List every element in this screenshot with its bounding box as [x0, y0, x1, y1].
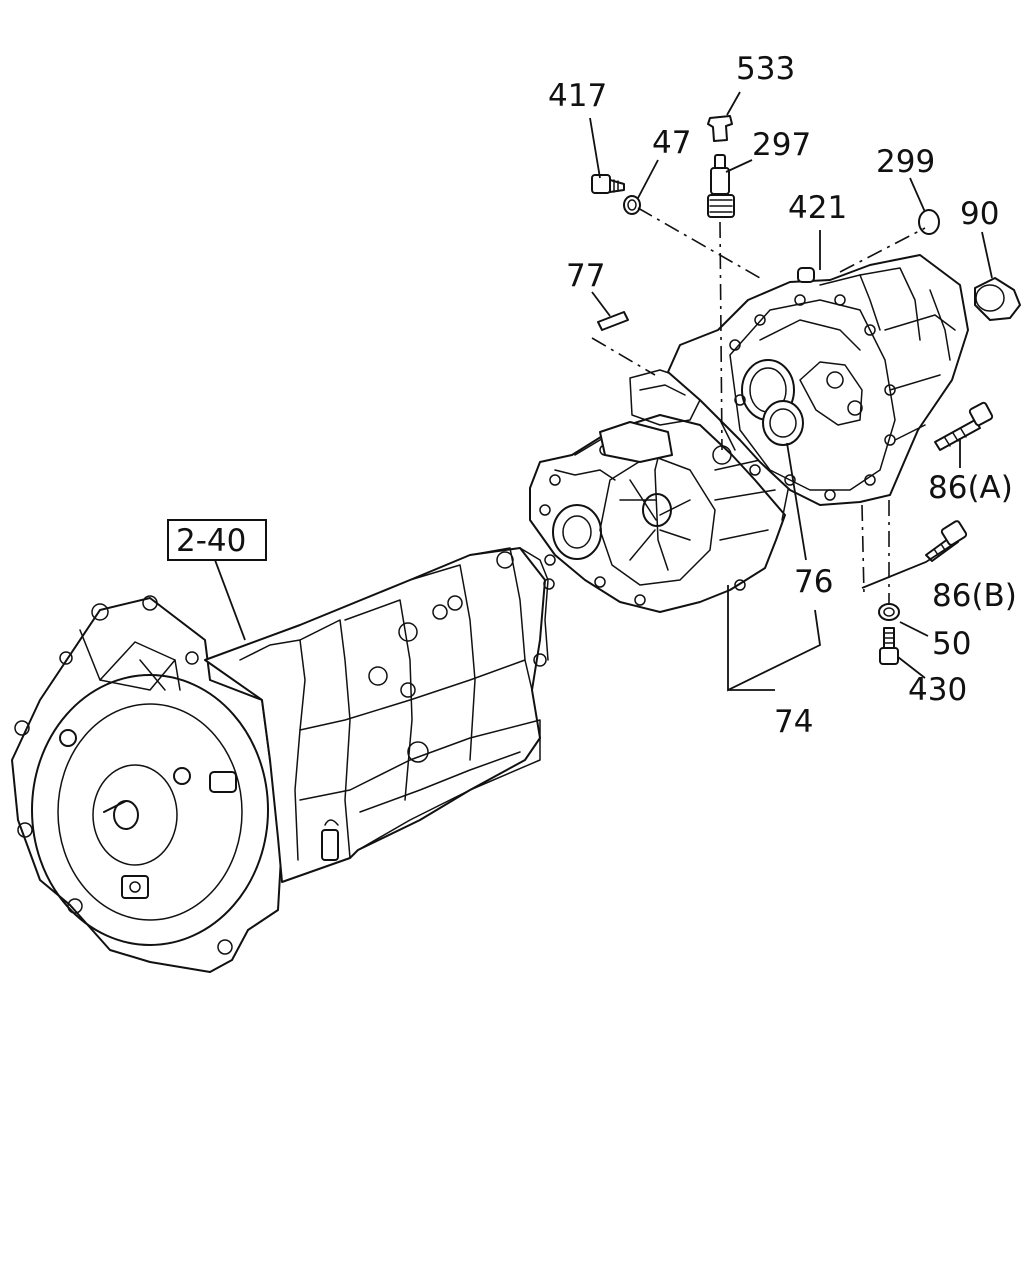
- transfer-rear-case: [667, 254, 969, 506]
- seal-ring-76: [762, 400, 804, 446]
- part-number-labels: 417 533 47 297 299 90 421 77 86(A) 2-40 …: [167, 51, 1017, 740]
- washer-47: [623, 195, 641, 215]
- bolt-430: [879, 627, 899, 665]
- plug-533: [707, 115, 733, 142]
- label-50: 50: [932, 626, 971, 662]
- washer-50: [878, 603, 900, 621]
- label-533: 533: [736, 51, 795, 87]
- bolt-86b: [925, 520, 968, 562]
- label-2-40: 2-40: [176, 523, 246, 559]
- label-76: 76: [794, 564, 833, 600]
- label-74: 74: [774, 704, 813, 740]
- label-90: 90: [960, 196, 999, 232]
- label-86b: 86(B): [932, 578, 1017, 614]
- label-417: 417: [548, 78, 607, 114]
- bolt-86a: [934, 401, 994, 451]
- transfer-front-case: [529, 369, 791, 613]
- label-297: 297: [752, 127, 811, 163]
- seal-90: [974, 277, 1021, 321]
- assembly-center-lines: [591, 207, 926, 604]
- label-421: 421: [788, 190, 847, 226]
- label-47: 47: [652, 125, 691, 161]
- label-86a: 86(A): [928, 470, 1013, 506]
- plug-299: [918, 209, 940, 235]
- pin-77: [597, 311, 629, 331]
- bolt-417: [591, 174, 625, 194]
- label-77: 77: [566, 258, 605, 294]
- label-2-40-box: [167, 519, 267, 561]
- leader-lines: [214, 91, 993, 692]
- transmission-assembly: [11, 547, 555, 973]
- label-430: 430: [908, 672, 967, 708]
- switch-297: [707, 154, 735, 218]
- label-299: 299: [876, 144, 935, 180]
